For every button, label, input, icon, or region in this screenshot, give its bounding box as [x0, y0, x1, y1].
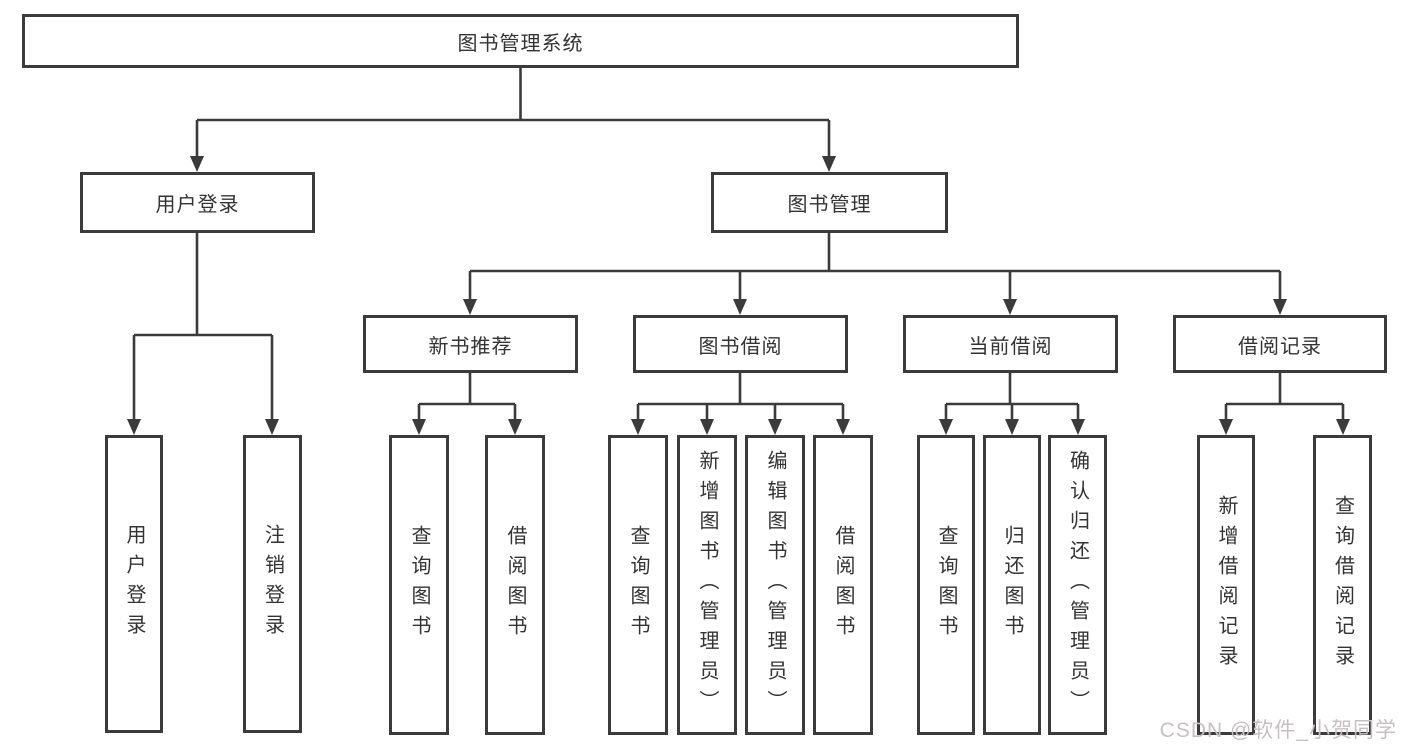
leaf-logout-login: 注销登录	[243, 435, 302, 733]
arrowheads-new-book-recommend-leaves	[412, 419, 522, 435]
node-new-book-recommend: 新书推荐	[363, 315, 578, 373]
node-book-management: 图书管理	[711, 172, 948, 233]
arrowheads-level1	[190, 156, 836, 172]
node-label: 用户登录	[123, 524, 145, 644]
node-label: 新增图书（管理员）	[696, 450, 718, 720]
node-label: 查询图书	[627, 525, 649, 645]
node-label: 编辑图书（管理员）	[764, 450, 786, 720]
node-label: 图书借阅	[698, 335, 783, 358]
arrowheads-user-login-leaves	[127, 419, 279, 435]
arrowheads-level2	[463, 299, 1287, 315]
connector-current-borrowing-leaves	[944, 373, 1080, 420]
leaf-borrow-books-1: 借阅图书	[485, 435, 545, 735]
leaf-query-borrow-record: 查询借阅记录	[1313, 435, 1372, 735]
node-borrowing-records: 借阅记录	[1173, 315, 1387, 373]
leaf-add-borrow-record: 新增借阅记录	[1197, 435, 1255, 735]
leaf-confirm-return-admin: 确认归还（管理员）	[1048, 435, 1107, 735]
connector-user-login-leaves	[132, 233, 274, 420]
node-label: 查询图书	[935, 525, 957, 645]
leaf-query-books-3: 查询图书	[917, 435, 975, 735]
node-label: 借阅记录	[1238, 335, 1322, 358]
leaf-query-books-2: 查询图书	[608, 435, 668, 735]
connector-book-borrowing-leaves	[636, 373, 845, 420]
node-label: 借阅图书	[832, 525, 854, 645]
leaf-query-books-1: 查询图书	[389, 435, 449, 735]
node-label: 图书管理	[787, 194, 872, 216]
connector-book-management-level2	[468, 233, 1282, 300]
watermark: CSDN @软件_小贺同学	[1159, 719, 1397, 742]
node-label: 新书推荐	[428, 335, 513, 358]
connector-root-to-level1	[195, 68, 831, 157]
node-label: 归还图书	[1001, 525, 1023, 645]
arrowheads-current-borrowing-leaves	[939, 419, 1085, 435]
node-label: 图书管理系统	[457, 32, 584, 55]
node-label: 注销登录	[261, 524, 284, 644]
arrowheads-borrowing-records-leaves	[1219, 419, 1350, 435]
arrowheads-book-borrowing-leaves	[631, 419, 850, 435]
leaf-add-book-admin: 新增图书（管理员）	[677, 435, 737, 735]
leaf-return-books: 归还图书	[983, 435, 1041, 735]
node-book-borrowing: 图书借阅	[633, 315, 848, 373]
node-label: 当前借阅	[968, 335, 1053, 358]
node-label: 查询借阅记录	[1331, 495, 1354, 675]
node-label: 新增借阅记录	[1215, 495, 1237, 675]
connector-borrowing-records-leaves	[1224, 373, 1345, 420]
node-label: 借阅图书	[504, 525, 526, 645]
node-current-borrowing: 当前借阅	[903, 315, 1118, 373]
leaf-borrow-books-2: 借阅图书	[813, 435, 873, 735]
leaf-edit-book-admin: 编辑图书（管理员）	[745, 435, 805, 735]
node-library-system: 图书管理系统	[22, 14, 1019, 68]
connector-new-book-recommend-leaves	[417, 373, 517, 420]
node-label: 用户登录	[155, 194, 240, 216]
leaf-user-login: 用户登录	[105, 435, 163, 733]
node-user-login: 用户登录	[80, 172, 315, 233]
node-label: 查询图书	[408, 525, 430, 645]
node-label: 确认归还（管理员）	[1066, 450, 1089, 720]
